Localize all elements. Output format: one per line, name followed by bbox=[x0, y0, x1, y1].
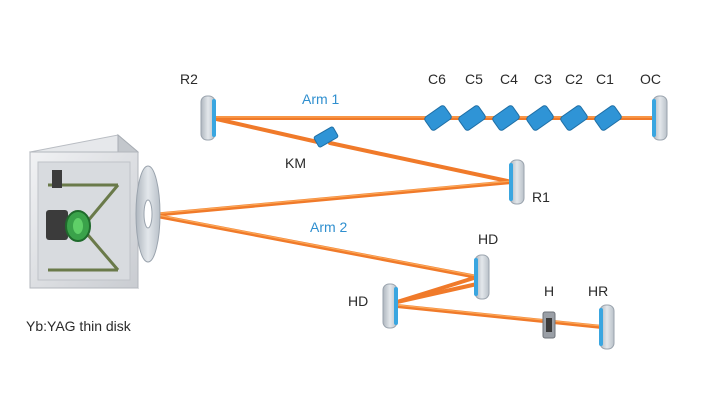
mirror-hd-lower bbox=[382, 283, 398, 329]
beam-hd-lower-to-hr bbox=[395, 304, 604, 329]
thin-disk-module bbox=[28, 133, 161, 290]
chirped-mirror-c6 bbox=[424, 105, 452, 131]
label-oc: OC bbox=[640, 71, 661, 87]
mirror-r2 bbox=[200, 95, 216, 141]
mirror-oc bbox=[652, 95, 668, 141]
mirror-hr bbox=[599, 304, 615, 350]
label-arm2: Arm 2 bbox=[310, 219, 348, 235]
label-hd-upper: HD bbox=[478, 231, 498, 247]
label-hr: HR bbox=[588, 283, 608, 299]
beam-hd-lower-to-hd-upper bbox=[395, 282, 479, 304]
element-h bbox=[542, 311, 556, 339]
label-r2: R2 bbox=[180, 71, 198, 87]
label-c3: C3 bbox=[534, 71, 552, 87]
label-km: KM bbox=[285, 155, 306, 171]
beam-r2-to-km bbox=[210, 116, 324, 145]
label-disk: Yb:YAG thin disk bbox=[26, 318, 132, 334]
chirped-mirror-c2 bbox=[560, 105, 588, 131]
label-c2: C2 bbox=[565, 71, 583, 87]
beam-r1-to-disk bbox=[150, 180, 514, 217]
mirror-hd-upper bbox=[474, 254, 490, 300]
label-c5: C5 bbox=[465, 71, 483, 87]
chirped-mirror-c1 bbox=[594, 105, 622, 131]
chirped-mirror-c5 bbox=[458, 105, 486, 131]
chirped-mirror-c4 bbox=[492, 105, 520, 131]
laser-beams bbox=[150, 116, 657, 329]
mirror-r1 bbox=[509, 159, 525, 205]
label-arm1: Arm 1 bbox=[302, 91, 340, 107]
beam-disk-to-hd-upper bbox=[150, 213, 479, 279]
label-c6: C6 bbox=[428, 71, 446, 87]
beam-highlights bbox=[151, 116, 655, 327]
chirped-mirror-array bbox=[424, 105, 622, 131]
label-hd-lower: HD bbox=[348, 293, 368, 309]
kerr-medium bbox=[313, 126, 339, 148]
chirped-mirror-c3 bbox=[526, 105, 554, 131]
pump-source-block bbox=[52, 170, 62, 188]
label-h: H bbox=[544, 283, 554, 299]
beam-km-to-r1 bbox=[328, 141, 514, 184]
label-r1: R1 bbox=[532, 189, 550, 205]
label-c4: C4 bbox=[500, 71, 518, 87]
label-c1: C1 bbox=[596, 71, 614, 87]
